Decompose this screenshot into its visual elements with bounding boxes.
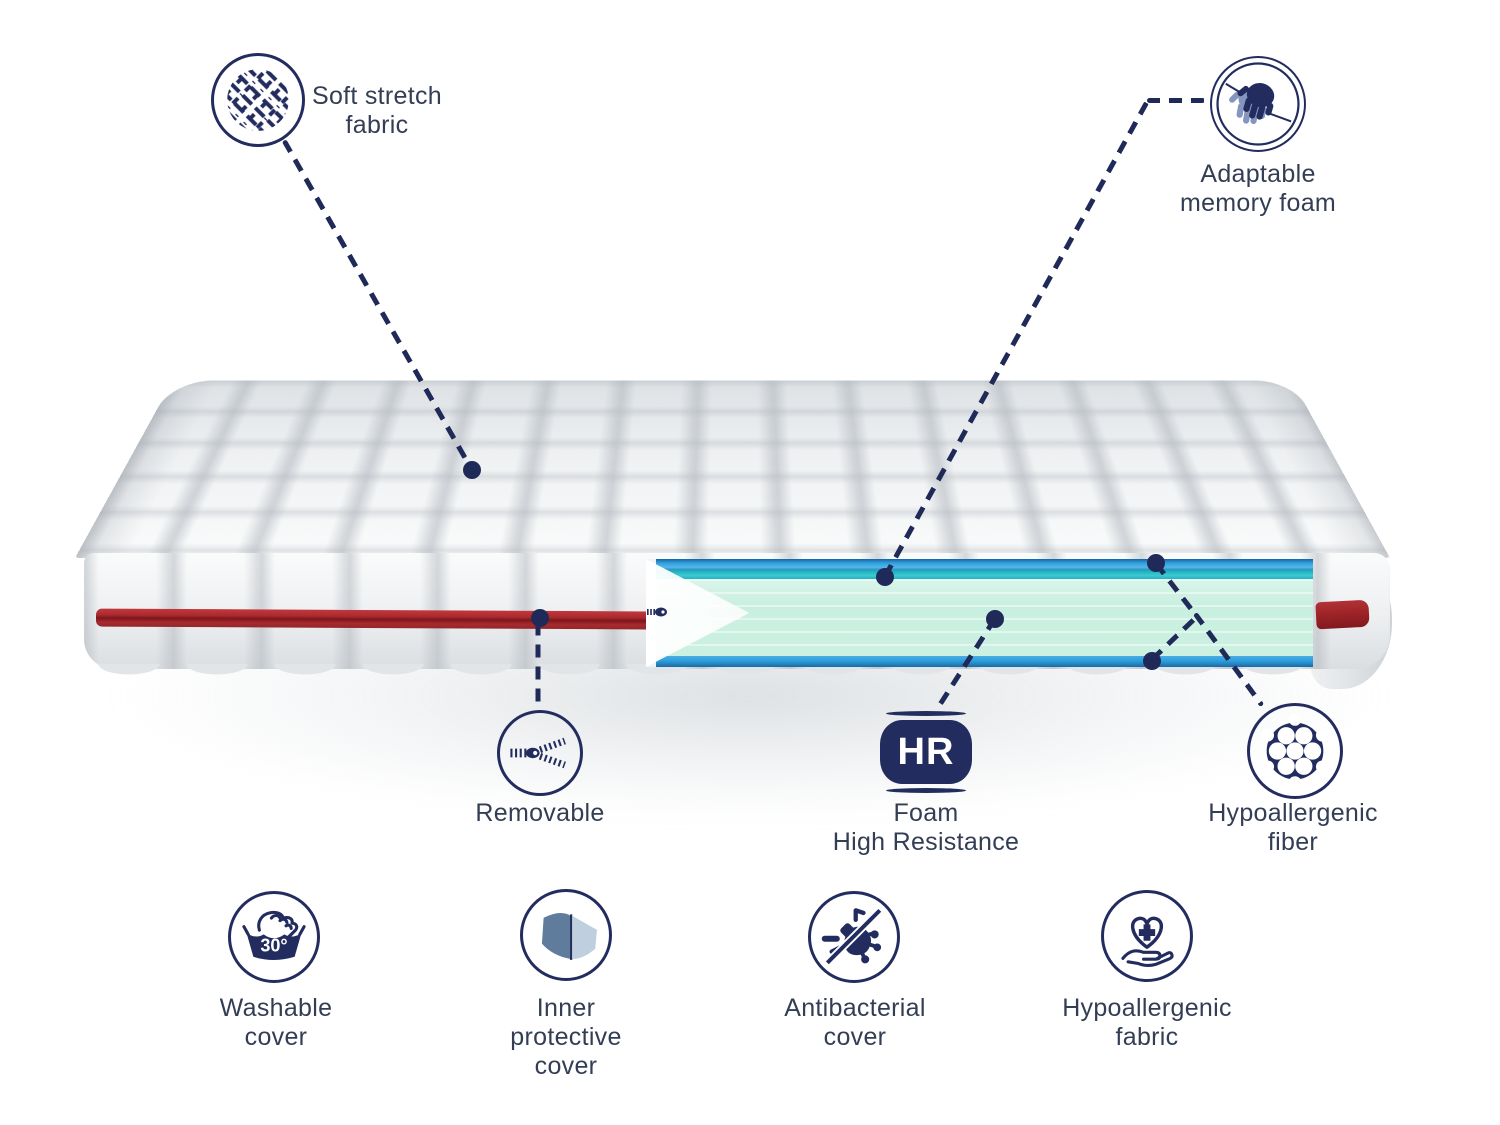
fiber-cross-section-icon [1247,703,1343,799]
callout-label-memory-foam: Adaptable memory foam [1179,160,1337,217]
red-zipper-stripe-right [1315,599,1370,630]
fiber-layer-bottom [646,656,1313,667]
hr-badge-top-line [886,711,966,716]
fiber-layer-top [646,559,1313,570]
heart-in-hand-icon [1101,890,1193,982]
no-bacteria-icon [808,891,900,983]
callout-label-hr-foam: Foam High Resistance [832,799,1020,856]
callout-label-washable: Washable cover [219,994,333,1051]
mattress-cutaway [646,559,1313,667]
pointer-dot-removable [531,609,549,627]
fabric-weave-icon [211,53,305,147]
connector-memory-foam-horizontal [1147,98,1205,103]
callout-label-inner-cover: Inner protective cover [510,994,622,1080]
hand-press-icon [1210,56,1306,152]
hr-foam-badge: HR [880,720,972,784]
pointer-dot-fiber-bottom [1143,652,1161,670]
floor-shadow [0,648,1500,948]
hr-badge-bottom-line [886,788,966,793]
pointer-dot-fiber-top [1147,554,1165,572]
callout-label-antibacterial: Antibacterial cover [784,994,926,1051]
callout-label-hypo-fabric: Hypoallergenic fabric [1062,994,1232,1051]
hr-badge-text: HR [897,730,955,773]
callout-label-soft-stretch: Soft stretch fabric [311,82,443,139]
callout-label-fiber: Hypoallergenic fiber [1208,799,1378,856]
memory-foam-layer [646,570,1313,579]
zipper-pull-icon [646,604,670,620]
connector-removable [535,622,541,711]
hand-wash-30-icon: 30° [228,891,320,983]
mattress-bottom-scallops [85,664,1330,680]
pointer-dot-hr-foam [986,610,1004,628]
callout-label-removable: Removable [475,799,605,827]
mattress-top-surface [75,380,1390,558]
pointer-dot-memory-foam [876,568,894,586]
zipper-icon [497,710,583,796]
wash-temp-text: 30° [260,936,287,956]
pointer-dot-soft-stretch [463,461,481,479]
inner-cover-icon [520,889,612,981]
red-zipper-stripe [95,608,649,630]
